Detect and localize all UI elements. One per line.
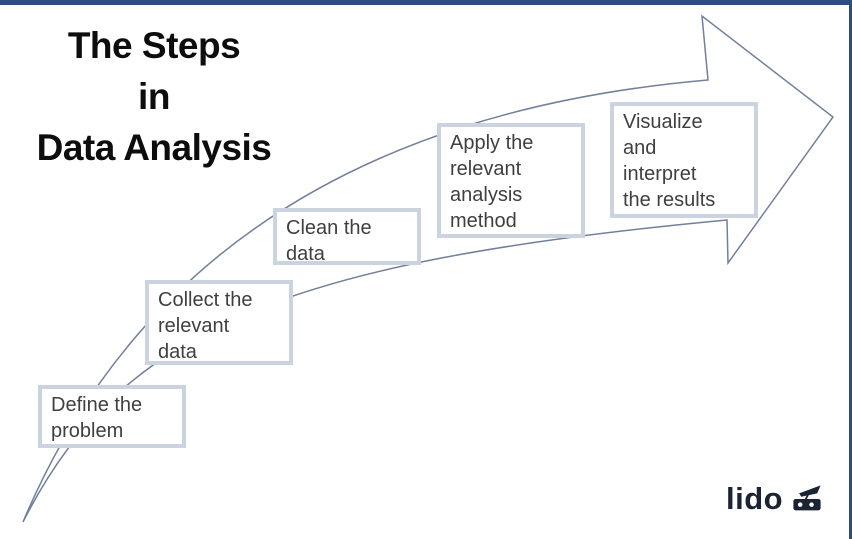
slide-title: The Steps in Data Analysis bbox=[14, 20, 294, 173]
step-box-visualize-results: Visualize and interpret the results bbox=[610, 102, 758, 218]
title-line-2: in bbox=[138, 76, 170, 117]
step-label: Collect the relevant data bbox=[158, 289, 253, 363]
step-box-collect-data: Collect the relevant data bbox=[145, 280, 293, 365]
step-box-define-problem: Define the problem bbox=[38, 385, 186, 448]
lido-wordmark: lido bbox=[726, 481, 784, 516]
step-box-clean-data: Clean the data bbox=[273, 208, 421, 265]
step-label: Define the problem bbox=[51, 394, 143, 442]
step-box-apply-method: Apply the relevant analysis method bbox=[437, 123, 585, 238]
step-label: Clean the data bbox=[286, 217, 372, 265]
title-line-3: Data Analysis bbox=[36, 127, 272, 168]
title-line-1: The Steps bbox=[67, 25, 241, 66]
frame-top-border bbox=[0, 0, 852, 5]
frame-right-border bbox=[849, 0, 852, 539]
beach-umbrella-icon bbox=[793, 485, 821, 511]
step-label: Visualize and interpret the results bbox=[623, 111, 716, 211]
step-label: Apply the relevant analysis method bbox=[450, 132, 534, 232]
lido-logo: lido bbox=[726, 481, 824, 517]
